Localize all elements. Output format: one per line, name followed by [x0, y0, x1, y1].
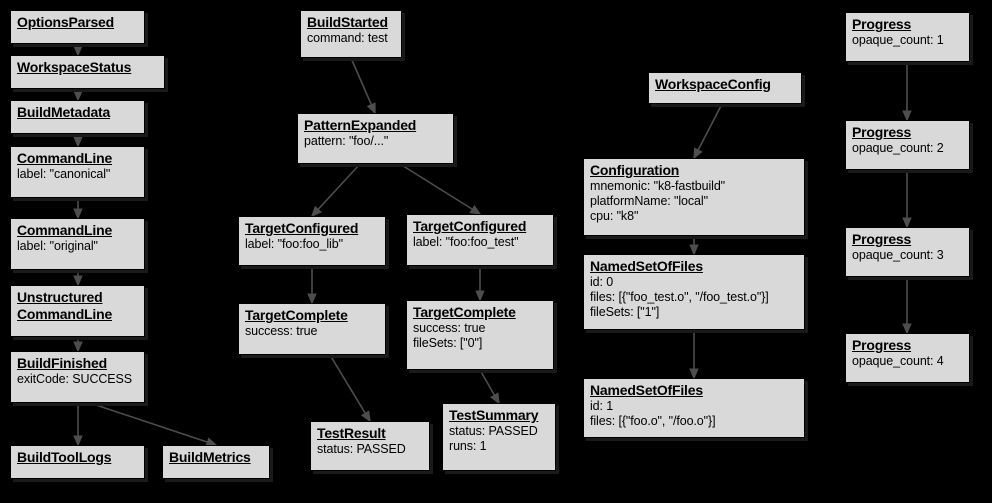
node-fields: label: "foo:foo_lib"	[245, 237, 343, 251]
node-fields: label: "original"	[17, 239, 98, 253]
node-title: BuildToolLogs	[17, 449, 112, 465]
edge-pattern-expanded-to-target-configured-lib	[310, 163, 361, 218]
node-options-parsed[interactable]: OptionsParsed	[10, 10, 145, 44]
node-title: TargetConfigured	[413, 218, 527, 234]
node-title: BuildStarted	[307, 14, 388, 30]
node-title: CommandLine	[17, 150, 113, 166]
node-title: NamedSetOfFiles	[590, 258, 703, 274]
node-fields: opaque_count: 1	[852, 33, 944, 47]
node-workspace-config[interactable]: WorkspaceConfig	[648, 72, 802, 104]
node-title: NamedSetOfFiles	[590, 382, 703, 398]
node-build-tool-logs[interactable]: BuildToolLogs	[10, 445, 145, 479]
node-title: TestResult	[317, 425, 386, 441]
node-build-metrics[interactable]: BuildMetrics	[162, 445, 270, 479]
node-title: Progress	[852, 124, 912, 140]
node-title: PatternExpanded	[304, 117, 417, 133]
node-title: CommandLine	[17, 222, 113, 238]
node-title: Progress	[852, 16, 912, 32]
node-title: TargetComplete	[413, 304, 516, 320]
node-title: Configuration	[590, 162, 680, 178]
edge-build-finished-to-build-metrics	[89, 402, 218, 447]
node-title: TargetComplete	[245, 307, 348, 323]
node-title: WorkspaceConfig	[655, 76, 771, 92]
node-title: WorkspaceStatus	[17, 59, 132, 75]
node-title: OptionsParsed	[17, 14, 114, 30]
node-fields: mnemonic: "k8-fastbuild" platformName: "…	[590, 179, 726, 223]
node-fields: exitCode: SUCCESS	[17, 372, 133, 386]
edge-target-complete-lib-to-test-result	[329, 354, 371, 423]
node-title: TestSummary	[449, 407, 539, 423]
node-fields: opaque_count: 4	[852, 354, 944, 368]
node-fields: opaque_count: 3	[852, 248, 944, 262]
edge-build-started-to-pattern-expanded	[350, 57, 376, 115]
node-fields: label: "foo:foo_test"	[413, 235, 519, 249]
node-unstructured-commandline[interactable]: Unstructured CommandLine	[10, 285, 145, 337]
node-fields: opaque_count: 2	[852, 141, 944, 155]
node-fields: success: true fileSets: ["0"]	[413, 321, 486, 350]
node-title: TargetConfigured	[245, 220, 359, 236]
edge-pattern-expanded-to-target-configured-test	[399, 163, 482, 215]
edge-target-complete-test-to-test-summary	[479, 369, 500, 405]
node-title: BuildMetadata	[17, 104, 111, 120]
node-title: BuildFinished	[17, 355, 107, 371]
node-title: Unstructured CommandLine	[17, 289, 113, 322]
node-title: Progress	[852, 337, 912, 353]
node-fields: status: PASSED runs: 1	[449, 424, 538, 453]
node-fields: id: 0 files: [{"foo_test.o", "/foo_test.…	[590, 275, 769, 319]
node-fields: command: test	[307, 31, 388, 45]
node-fields: success: true	[245, 324, 318, 338]
node-title: Progress	[852, 231, 912, 247]
node-workspace-status[interactable]: WorkspaceStatus	[10, 55, 165, 89]
node-fields: label: "canonical"	[17, 167, 111, 181]
edge-workspace-config-to-configuration	[693, 103, 723, 160]
node-title: BuildMetrics	[169, 449, 251, 465]
node-fields: status: PASSED	[317, 442, 406, 456]
node-fields: id: 1 files: [{"foo.o", "/foo.o"}]	[590, 399, 716, 428]
node-fields: pattern: "foo/..."	[304, 134, 389, 148]
node-build-metadata[interactable]: BuildMetadata	[10, 100, 145, 134]
